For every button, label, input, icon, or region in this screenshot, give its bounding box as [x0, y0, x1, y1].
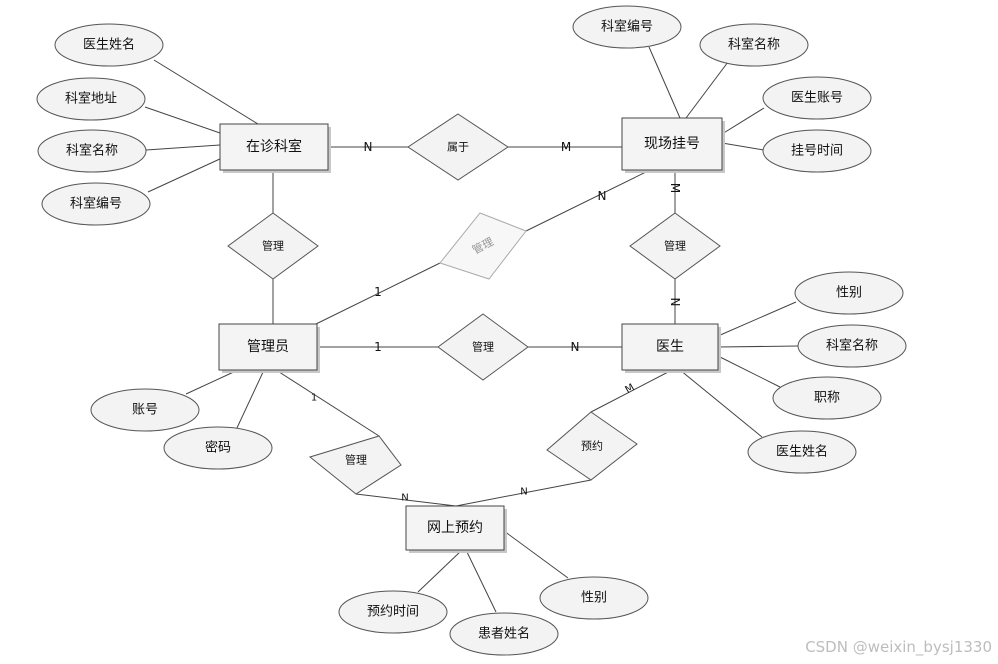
relationship-manage-onsite: 管理	[439, 212, 527, 280]
svg-text:性别: 性别	[836, 286, 862, 301]
card-onsite-admin: N	[598, 189, 607, 203]
svg-text:性别: 性别	[581, 591, 607, 606]
attr-admin-password: 密码	[163, 426, 273, 470]
card-manage-doctor-n: N	[571, 340, 580, 354]
attr-dept-id: 科室编号	[41, 182, 151, 226]
attr-onsite-dept-name: 科室名称	[699, 23, 809, 67]
relationship-manage-doctor: 管理	[437, 313, 529, 381]
attr-onsite-dept-id: 科室编号	[572, 5, 682, 49]
attr-doctor-name: 医生姓名	[747, 430, 857, 474]
svg-text:预约: 预约	[581, 440, 603, 453]
svg-text:管理: 管理	[262, 239, 284, 253]
attr-onsite-doctor-account: 医生账号	[762, 76, 872, 120]
card-manage-doctor: N	[668, 298, 682, 307]
svg-text:科室名称: 科室名称	[728, 37, 780, 53]
svg-text:职称: 职称	[814, 391, 840, 406]
svg-text:网上预约: 网上预约	[427, 520, 483, 536]
svg-text:医生账号: 医生账号	[791, 91, 843, 106]
relationship-manage-online: 管理	[308, 435, 402, 495]
svg-text:现场挂号: 现场挂号	[644, 136, 700, 152]
svg-text:管理: 管理	[472, 340, 494, 354]
attr-online-time: 预约时间	[338, 590, 448, 634]
svg-text:预约时间: 预约时间	[367, 605, 419, 620]
attr-doctor-gender: 性别	[794, 271, 904, 315]
attr-dept-doctor-name: 医生姓名	[54, 23, 164, 67]
card-admin-onsite: 1	[374, 285, 382, 299]
connectors	[144, 46, 799, 613]
attr-dept-name: 科室名称	[37, 129, 147, 173]
svg-text:管理员: 管理员	[247, 339, 289, 355]
attr-dept-address: 科室地址	[36, 77, 146, 121]
card-online-admin: N	[401, 493, 408, 504]
attr-doctor-title: 职称	[772, 376, 882, 420]
attr-admin-account: 账号	[90, 388, 200, 432]
watermark: CSDN @weixin_bysj1330	[805, 638, 992, 656]
svg-text:医生姓名: 医生姓名	[776, 444, 828, 460]
svg-text:科室编号: 科室编号	[601, 19, 653, 35]
relationship-manage-doctor-onsite: 管理	[629, 212, 721, 280]
svg-text:科室地址: 科室地址	[65, 91, 117, 107]
card-admin-online: 1	[311, 393, 317, 404]
relationship-belongs: 属于	[407, 113, 509, 181]
entity-online-reservation: 网上预约	[405, 505, 507, 553]
svg-text:密码: 密码	[205, 440, 231, 456]
card-belongs-onsite: M	[561, 140, 571, 154]
svg-text:账号: 账号	[132, 403, 158, 418]
svg-text:科室编号: 科室编号	[70, 196, 122, 212]
cardinality-labels: N M 1 N M N 1 N 1 N N M	[311, 140, 682, 504]
svg-text:管理: 管理	[345, 453, 367, 467]
entity-doctor: 医生	[621, 323, 721, 373]
relationship-manage-dept: 管理	[227, 212, 319, 280]
card-dept-belongs: N	[364, 140, 373, 154]
attr-doctor-dept-name: 科室名称	[797, 324, 907, 368]
svg-text:科室名称: 科室名称	[66, 143, 118, 159]
attr-online-gender: 性别	[539, 576, 649, 620]
entity-dept: 在诊科室	[219, 123, 331, 173]
relationship-reserve: 预约	[546, 411, 638, 481]
card-admin-manage: 1	[374, 340, 382, 354]
attr-onsite-time: 挂号时间	[762, 129, 872, 173]
card-onsite-manage: M	[668, 183, 682, 193]
svg-text:属于: 属于	[447, 141, 469, 154]
svg-text:挂号时间: 挂号时间	[791, 144, 843, 159]
attr-online-patient-name: 患者姓名	[449, 612, 559, 656]
entity-onsite-registration: 现场挂号	[621, 117, 725, 173]
svg-text:管理: 管理	[664, 239, 686, 253]
svg-text:医生姓名: 医生姓名	[83, 37, 135, 53]
entity-admin: 管理员	[218, 323, 320, 373]
svg-text:科室名称: 科室名称	[826, 338, 878, 354]
card-online-reserve: N	[520, 487, 527, 498]
svg-text:医生: 医生	[656, 339, 684, 355]
svg-text:在诊科室: 在诊科室	[246, 138, 302, 155]
svg-text:患者姓名: 患者姓名	[478, 626, 530, 642]
